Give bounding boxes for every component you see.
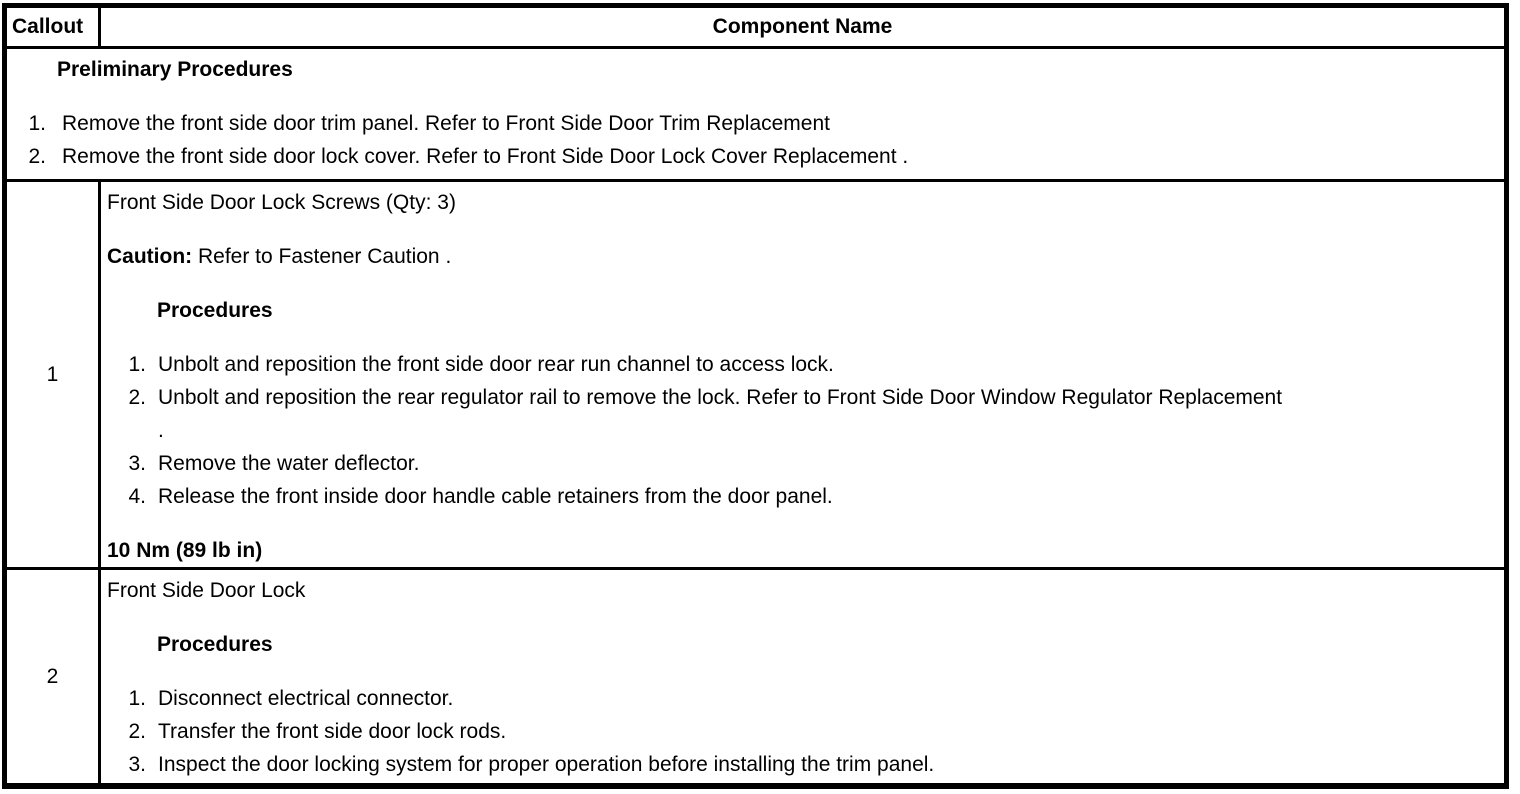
step-text: Remove the front side door trim panel. R…	[62, 112, 830, 135]
preliminary-steps-list: 1. Remove the front side door trim panel…	[7, 107, 1504, 173]
list-item: 1. Disconnect electrical connector.	[107, 682, 1498, 715]
procedure-steps-list: 1. Disconnect electrical connector. 2. T…	[107, 682, 1498, 781]
caution-text: Refer to Fastener Caution .	[192, 245, 452, 268]
callout-number-cell: 2	[7, 570, 101, 783]
step-number: 3.	[128, 753, 146, 776]
list-item: 2. Unbolt and reposition the rear regula…	[107, 381, 1498, 447]
procedures-heading: Procedures	[157, 299, 273, 322]
step-text: Disconnect electrical connector.	[158, 682, 453, 715]
list-item: 2. Remove the front side door lock cover…	[7, 140, 1504, 173]
step-number: 1.	[128, 353, 146, 376]
step-text: Remove the water deflector.	[158, 447, 419, 480]
preliminary-procedures-title: Preliminary Procedures	[57, 58, 293, 81]
step-number: 2.	[128, 720, 146, 743]
caution-label: Caution:	[107, 245, 193, 268]
step-number: 1.	[28, 112, 46, 135]
list-item: 3. Inspect the door locking system for p…	[107, 748, 1498, 781]
step-line: Inspect the door locking system for prop…	[158, 753, 935, 776]
callout-number-cell: 1	[7, 182, 101, 567]
component-title: Front Side Door Lock	[107, 579, 306, 602]
step-line: Remove the water deflector.	[158, 452, 420, 475]
step-number: 3.	[128, 452, 146, 475]
step-text: Transfer the front side door lock rods.	[158, 715, 506, 748]
component-title: Front Side Door Lock Screws (Qty: 3)	[107, 191, 456, 214]
step-line: Unbolt and reposition the rear regulator…	[158, 386, 1283, 409]
step-number: 1.	[128, 687, 146, 710]
list-item: 2. Transfer the front side door lock rod…	[107, 715, 1498, 748]
step-number: 2.	[128, 386, 146, 409]
list-item: 3. Remove the water deflector.	[107, 447, 1498, 480]
step-number: 4.	[128, 485, 146, 508]
header-callout-cell: Callout	[7, 8, 101, 46]
component-table: Callout Component Name Preliminary Proce…	[2, 3, 1509, 789]
step-line: Disconnect electrical connector.	[158, 687, 454, 710]
list-item: 1. Remove the front side door trim panel…	[7, 107, 1504, 140]
step-line: Transfer the front side door lock rods.	[158, 720, 507, 743]
caution-note: Caution: Refer to Fastener Caution .	[107, 240, 1498, 273]
table-header-row: Callout Component Name	[7, 8, 1504, 46]
procedure-steps-list: 1. Unbolt and reposition the front side …	[107, 348, 1498, 513]
list-item: 4. Release the front inside door handle …	[107, 480, 1498, 513]
step-line: .	[158, 419, 164, 442]
step-line: Unbolt and reposition the front side doo…	[158, 353, 834, 376]
step-number: 2.	[28, 145, 46, 168]
preliminary-procedures-row: Preliminary Procedures 1. Remove the fro…	[7, 46, 1504, 179]
procedures-heading: Procedures	[157, 633, 273, 656]
step-text: Unbolt and reposition the front side doo…	[158, 348, 834, 381]
torque-spec: 10 Nm (89 lb in)	[107, 539, 263, 562]
header-component-name-cell: Component Name	[712, 15, 893, 38]
step-text: Inspect the door locking system for prop…	[158, 748, 934, 781]
step-text: Release the front inside door handle cab…	[158, 480, 833, 513]
preliminary-procedures-section: Preliminary Procedures 1. Remove the fro…	[7, 49, 1504, 179]
step-text: Unbolt and reposition the rear regulator…	[158, 381, 1282, 447]
list-item: 1. Unbolt and reposition the front side …	[107, 348, 1498, 381]
table-row: 2 Front Side Door Lock Procedures 1. Dis…	[7, 567, 1504, 783]
table-row: 1 Front Side Door Lock Screws (Qty: 3) C…	[7, 179, 1504, 567]
component-cell: Front Side Door Lock Screws (Qty: 3) Cau…	[101, 182, 1504, 567]
component-cell: Front Side Door Lock Procedures 1. Disco…	[101, 570, 1504, 783]
step-text: Remove the front side door lock cover. R…	[62, 145, 909, 168]
step-line: Release the front inside door handle cab…	[158, 485, 833, 508]
